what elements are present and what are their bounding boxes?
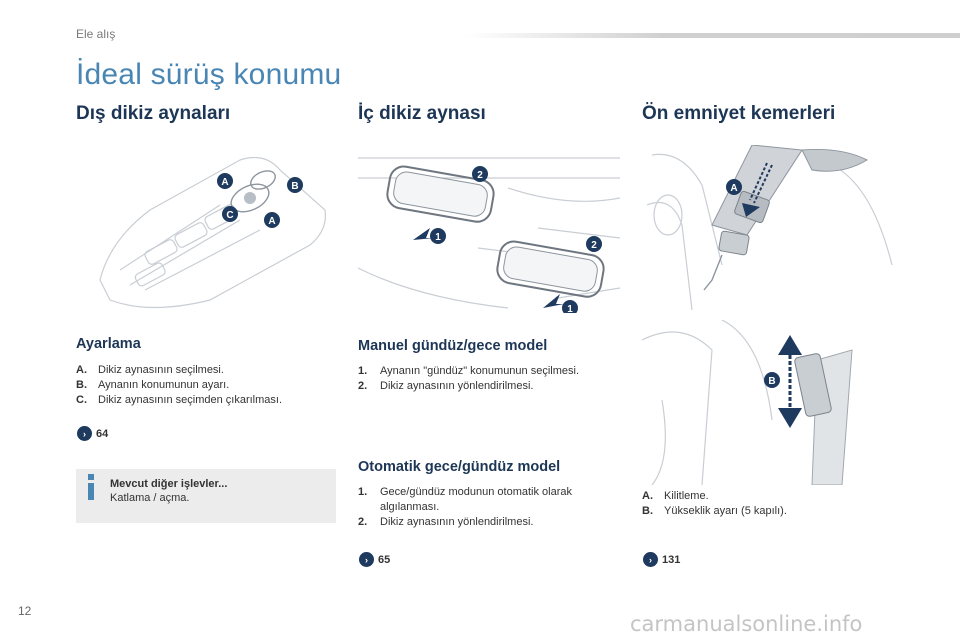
page-title: İdeal sürüş konumu	[76, 58, 342, 91]
adjustment-list: A.Dikiz aynasının seçilmesi. B.Aynanın k…	[76, 363, 346, 408]
mirror-label-2: 2	[477, 170, 483, 181]
switch-label-a2: A	[268, 216, 275, 227]
list-item: B.Yükseklik ayarı (5 kapılı).	[642, 505, 787, 517]
list-item: 1.Gece/gündüz modunun otomatik olarak	[358, 486, 573, 498]
interior-mirror-illustration: 1 2 2 1	[358, 157, 620, 313]
switch-label-a: A	[221, 177, 228, 188]
list-item: A.Dikiz aynasının seçilmesi.	[76, 364, 224, 376]
info-icon	[88, 474, 94, 500]
page-ref-link[interactable]: ›65	[359, 552, 390, 567]
seatbelt-list: A.Kilitleme. B.Yükseklik ayarı (5 kapılı…	[642, 489, 912, 519]
auto-mode-list: 1.Gece/gündüz modunun otomatik olarak al…	[358, 485, 628, 530]
switch-label-b: B	[291, 181, 298, 192]
page-ref-link[interactable]: ›131	[643, 552, 680, 567]
list-item: 2.Dikiz aynasının yönlendirilmesi.	[358, 380, 534, 392]
belt-label-a: A	[730, 183, 737, 194]
info-box	[76, 469, 336, 523]
info-title: Mevcut diğer işlevler...	[110, 478, 228, 490]
seatbelt-buckle-illustration: A	[646, 145, 893, 310]
mirror-switch-illustration: A B C A	[99, 157, 327, 309]
chevron-right-icon: ›	[77, 426, 92, 441]
breadcrumb: Ele alış	[76, 27, 116, 41]
watermark: carmanualsonline.info	[630, 612, 863, 636]
column-title-exterior-mirrors: Dış dikiz aynaları	[76, 103, 231, 124]
list-item: 1.Aynanın "gündüz" konumunun seçilmesi.	[358, 365, 580, 377]
section-title-adjustment: Ayarlama	[76, 336, 141, 352]
seatbelt-height-illustration: B	[642, 320, 853, 485]
mirror-label-1b: 1	[567, 304, 573, 313]
section-title-manual-mode: Manuel gündüz/gece model	[358, 338, 548, 354]
list-item: C.Dikiz aynasının seçimden çıkarılması.	[76, 394, 283, 406]
list-item: B.Aynanın konumunun ayarı.	[76, 379, 230, 391]
column-title-front-seatbelts: Ön emniyet kemerleri	[642, 103, 836, 124]
manual-mode-list: 1.Aynanın "gündüz" konumunun seçilmesi. …	[358, 364, 628, 394]
list-item-continuation: algılanması.	[380, 501, 440, 513]
chevron-right-icon: ›	[359, 552, 374, 567]
info-text: Katlama / açma.	[110, 492, 190, 504]
page-number: 12	[18, 604, 32, 618]
page-ref-link[interactable]: ›64	[77, 426, 108, 441]
mirror-label-1: 1	[435, 232, 441, 243]
column-title-interior-mirror: İç dikiz aynası	[358, 103, 486, 124]
section-title-auto-mode: Otomatik gece/gündüz model	[358, 459, 561, 475]
list-item: 2.Dikiz aynasının yönlendirilmesi.	[358, 516, 534, 528]
header-rule	[465, 33, 960, 38]
switch-label-c: C	[226, 210, 233, 221]
list-item: A.Kilitleme.	[642, 490, 709, 502]
belt-label-b: B	[768, 376, 775, 387]
chevron-right-icon: ›	[643, 552, 658, 567]
mirror-label-2b: 2	[591, 240, 597, 251]
